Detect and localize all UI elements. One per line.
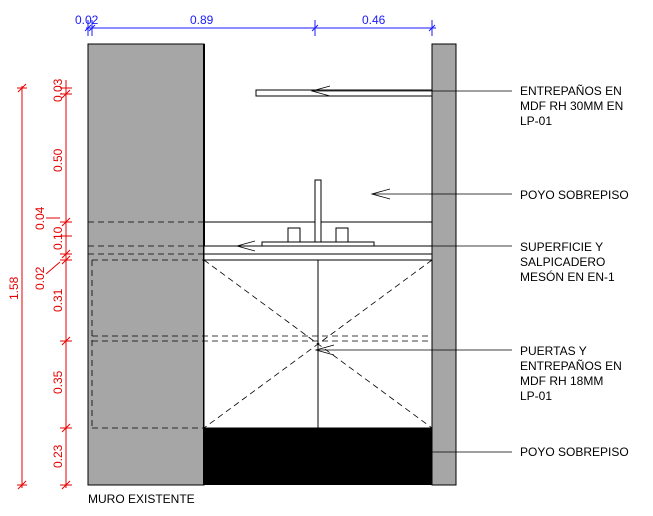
annotation-line: ENTREPAÑOS EN (520, 84, 622, 98)
hidden-lines (88, 221, 432, 429)
annotation-line: LP-01 (520, 114, 552, 128)
upper-shelf (255, 89, 433, 97)
annotation-line: POYO SOBREPISO (520, 188, 629, 202)
vertical-dimension-lines (17, 80, 72, 490)
total-height-label: 1.58 (7, 276, 21, 300)
top-dim-label-2: 0.89 (190, 13, 214, 27)
vdim-label-4: 0.10 (51, 226, 65, 250)
annotation-poyo-upper: POYO SOBREPISO (520, 188, 629, 202)
leader-lines (235, 85, 512, 453)
left-wall (87, 43, 205, 486)
faucet (261, 179, 375, 247)
annotation-line: POYO SOBREPISO (520, 445, 629, 459)
vdim-label-5: 0.02 (33, 266, 47, 290)
annotation-line: LP-01 (520, 389, 552, 403)
top-dim-label-1: 0.02 (75, 13, 99, 27)
vdim-label-6: 0.31 (51, 288, 65, 312)
top-dim-label-3: 0.46 (362, 13, 386, 27)
annotation-line: ENTREPAÑOS EN (520, 359, 622, 373)
toe-kick (204, 428, 432, 485)
top-dimension-line (84, 20, 436, 36)
annotation-line: MDF RH 18MM (520, 374, 603, 388)
door-swing-marks (203, 259, 433, 429)
annotation-line: MESÓN EN EN-1 (520, 269, 615, 284)
annotation-countertop: SUPERFICIE Y SALPICADERO MESÓN EN EN-1 (520, 240, 615, 284)
annotation-line: MDF RH 30MM EN (520, 99, 623, 113)
annotation-doors: PUERTAS Y ENTREPAÑOS EN MDF RH 18MM LP-0… (520, 344, 625, 403)
vdim-label-1: 0.03 (51, 78, 65, 102)
counter-edge (203, 253, 433, 261)
vdim-label-8: 0.23 (51, 444, 65, 468)
vdim-label-2: 0.50 (51, 148, 65, 172)
vdim-label-7: 0.35 (51, 370, 65, 394)
annotation-poyo-lower: POYO SOBREPISO (520, 445, 629, 459)
annotation-line: SALPICADERO (520, 255, 605, 269)
vdim-label-3: 0.04 (33, 206, 47, 230)
right-wall (431, 43, 457, 486)
annotation-shelves: ENTREPAÑOS EN MDF RH 30MM EN LP-01 (520, 84, 627, 128)
wall-label: MURO EXISTENTE (88, 492, 195, 506)
annotation-line: SUPERFICIE Y (520, 240, 603, 254)
countertop (203, 245, 433, 255)
annotation-line: PUERTAS Y (520, 344, 587, 358)
